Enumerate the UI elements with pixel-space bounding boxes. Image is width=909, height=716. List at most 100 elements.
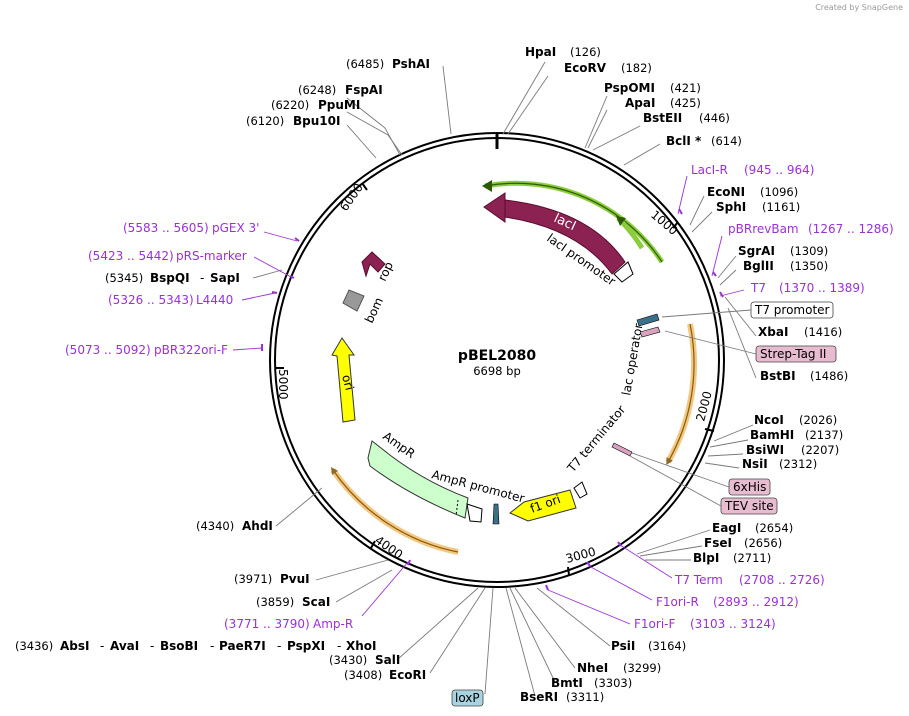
site-pos-ApaI: (425) [670, 96, 701, 110]
primer-T7-Term-range: (2708 .. 2726) [739, 573, 825, 587]
svg-text:-: - [337, 639, 341, 653]
site-PpuMI: PpuMI [318, 98, 360, 112]
tick-3000: 3000 [564, 544, 597, 565]
primer-arcs [330, 323, 698, 555]
svg-text:-: - [277, 639, 281, 653]
site-EcoNI: EcoNI [707, 185, 745, 199]
site-pos-BglII: (1350) [790, 259, 828, 273]
site-PshAI: PshAI [392, 57, 430, 71]
site-FseI: FseI [704, 536, 732, 550]
site-PaeR7I: PaeR7I [219, 639, 266, 653]
site-pos-BclI: (614) [711, 134, 742, 148]
site-pos-PpuMI: (6220) [271, 98, 309, 112]
primer-pGEX3: pGEX 3' [212, 221, 259, 235]
primer-F1ori-R: F1ori-R [656, 595, 699, 609]
boxed-labels: T7 promoter Strep-Tag II 6xHis TEV site … [451, 301, 837, 707]
site-labels: (6485) PshAI HpaI (126) EcoRV (182) (624… [105, 45, 848, 704]
primer-labels: LacI-R (945 .. 964) pBRrevBam (1267 .. 1… [65, 163, 894, 631]
site-Bpu10I: Bpu10I [293, 114, 340, 128]
multi-site-row: (3436) AbsI - AvaI - BsoBI - PaeR7I - Ps… [15, 639, 377, 653]
site-AvaI: AvaI [110, 639, 139, 653]
tick-1000: 1000 [648, 208, 680, 238]
feature-bom: bom [342, 289, 386, 325]
primer-Amp-R-range: (3771 .. 3790) [224, 617, 310, 631]
site-pos-BlpI: (2711) [733, 551, 771, 565]
site-NheI: NheI [577, 661, 608, 675]
site-PspXI: PspXI [287, 639, 325, 653]
primer-pBR322ori-F: pBR322ori-F [154, 343, 228, 357]
tick-5000: 5000 [276, 369, 290, 400]
site-BspQI: BspQI [150, 271, 190, 285]
site-BmtI: BmtI [551, 676, 583, 690]
box-Strep-Tag-II: Strep-Tag II [760, 347, 826, 361]
site-PvuI: PvuI [280, 572, 310, 586]
plasmid-name: pBEL2080 [458, 348, 536, 364]
site-pos-BamHI: (2137) [805, 428, 843, 442]
primer-F1ori-R-range: (2893 .. 2912) [713, 595, 799, 609]
site-pos-BspQI: (5345) [105, 271, 143, 285]
primer-LacI-R: LacI-R [691, 163, 728, 177]
site-NcoI: NcoI [754, 413, 784, 427]
site-pos-ScaI: (3859) [256, 595, 294, 609]
site-pos-BstBI: (1486) [810, 369, 848, 383]
ori-label: ori [339, 373, 357, 392]
site-BstBI: BstBI [760, 369, 796, 383]
site-pos-BstEII: (446) [699, 111, 730, 125]
site-BstEII: BstEII [643, 111, 682, 125]
feature-AmpR: AmpR AmpR promoter [367, 429, 526, 523]
tick-4000: 4000 [372, 533, 405, 562]
site-ApaI: ApaI [625, 96, 655, 110]
site-PspOMI: PspOMI [604, 81, 655, 95]
plasmid-size: 6698 bp [473, 364, 521, 378]
site-AbsI: AbsI [60, 639, 89, 653]
site-SalI: SalI [375, 653, 400, 667]
site-pos-BmtI: (3303) [594, 676, 632, 690]
primer-ring-ticks [261, 208, 724, 591]
primer-F1ori-F-range: (3103 .. 3124) [690, 617, 776, 631]
site-pos-AhdI: (4340) [196, 519, 234, 533]
primer-pBRrevBam: pBRrevBam [728, 222, 799, 236]
primer-pRS-marker-range: (5423 .. 5442) [88, 249, 174, 263]
site-pos-Bpu10I: (6120) [246, 114, 284, 128]
site-BsiWI: BsiWI [746, 443, 784, 457]
site-SapI: SapI [210, 271, 240, 285]
site-pos-SgrAI: (1309) [790, 244, 828, 258]
snapgene-credit: Created by SnapGene [815, 3, 903, 12]
site-pos-PshAI: (6485) [346, 57, 384, 71]
site-pos-FseI: (2656) [744, 536, 782, 550]
feature-rop: rop [361, 251, 396, 283]
primer-pRS-marker: pRS-marker [176, 249, 247, 263]
site-SphI: SphI [716, 200, 746, 214]
site-pos-PsiI: (3164) [648, 639, 686, 653]
T7-terminator-label: T7 terminator [564, 403, 628, 476]
leader-lines [252, 61, 757, 697]
box-6xHis: 6xHis [733, 480, 766, 494]
site-pos-EagI: (2654) [755, 521, 793, 535]
site-SgrAI: SgrAI [738, 244, 775, 258]
site-pos-EcoRV: (182) [621, 61, 652, 75]
feature-lacI: lacI lacI promoter [482, 180, 665, 289]
site-PsiI: PsiI [611, 639, 635, 653]
site-pos-PspOMI: (421) [670, 81, 701, 95]
site-pos-SphI: (1161) [762, 200, 800, 214]
site-BlpI: BlpI [693, 551, 719, 565]
site-pos-BseRI: (3311) [566, 690, 604, 704]
primer-T7: T7 [750, 281, 766, 295]
site-pos-NheI: (3299) [623, 661, 661, 675]
primer-pGEX3-range: (5583 .. 5605) [123, 221, 209, 235]
svg-text:-: - [100, 639, 104, 653]
site-EcoRI: EcoRI [389, 668, 426, 682]
feature-f1-ori: f1 ori T7 terminator [509, 403, 628, 522]
site-FspAI: FspAI [345, 83, 383, 97]
primer-F1ori-F: F1ori-F [634, 617, 675, 631]
primer-T7-Term: T7 Term [674, 573, 723, 587]
bom-label: bom [362, 295, 386, 325]
site-NsiI: NsiI [742, 457, 768, 471]
small-markers [492, 313, 661, 525]
box-loxP: loxP [455, 691, 480, 705]
primer-T7-range: (1370 .. 1389) [779, 281, 865, 295]
site-BamHI: BamHI [750, 428, 794, 442]
feature-ori: ori [331, 337, 357, 423]
site-pos-SalI: (3430) [329, 653, 367, 667]
